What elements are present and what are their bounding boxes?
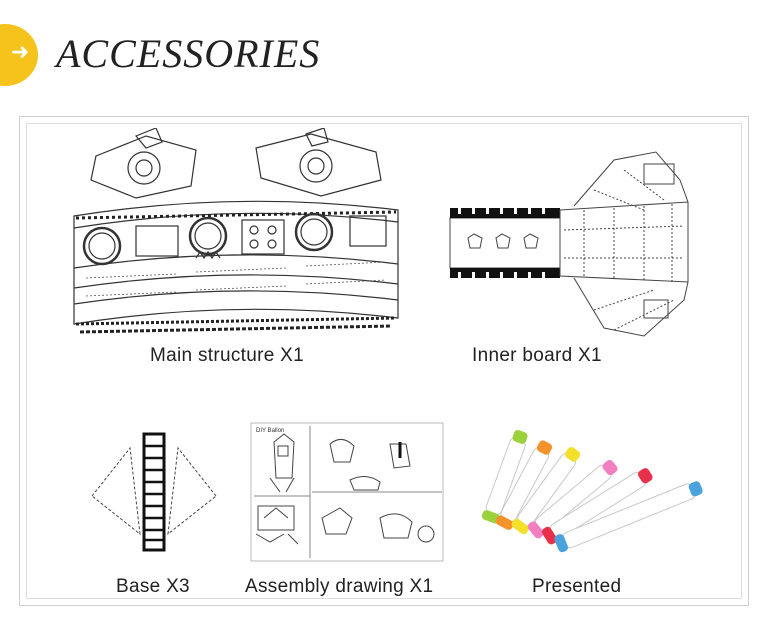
section-title: ACCESSORIES — [56, 31, 321, 76]
inner-board-caption: Inner board X1 — [472, 345, 602, 366]
accessories-panel — [19, 116, 749, 606]
section-header: ➜ ACCESSORIES — [0, 22, 770, 88]
arrow-right-icon: ➜ — [7, 40, 33, 66]
accessories-panel-inner — [26, 123, 742, 599]
assembly-drawing-image: DIY Ballon — [250, 422, 444, 562]
inner-board-image — [444, 150, 694, 340]
markers-image — [466, 428, 720, 558]
markers-caption: Presented — [532, 576, 622, 597]
base-caption: Base X3 — [116, 576, 190, 597]
main-structure-image — [66, 128, 406, 346]
base-image — [84, 430, 224, 554]
main-structure-caption: Main structure X1 — [150, 345, 304, 366]
assembly-drawing-caption: Assembly drawing X1 — [245, 576, 434, 597]
svg-text:DIY Ballon: DIY Ballon — [256, 428, 284, 434]
